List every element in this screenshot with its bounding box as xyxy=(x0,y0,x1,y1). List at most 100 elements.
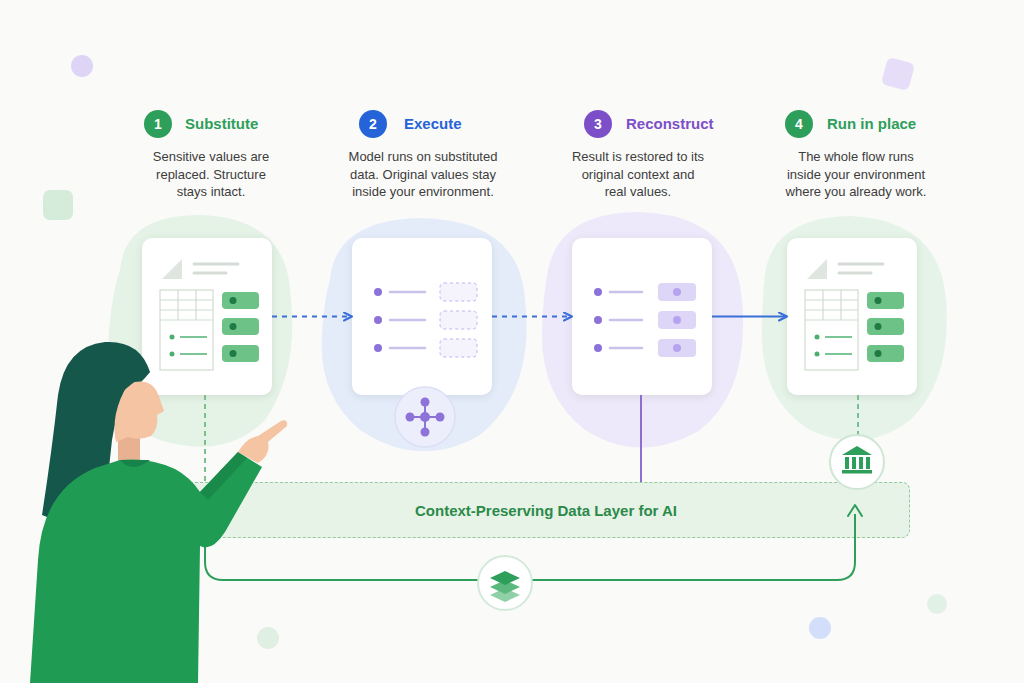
table-rule xyxy=(160,309,213,310)
blob xyxy=(542,212,743,448)
pill-dot xyxy=(673,344,681,352)
table-rule xyxy=(195,290,196,320)
step-title: Execute xyxy=(404,115,462,133)
placeholder-box xyxy=(440,283,477,301)
flow-arrow xyxy=(272,316,352,318)
step-number: 1 xyxy=(144,110,172,138)
document-illustration xyxy=(160,259,259,370)
corner-mark xyxy=(162,259,182,279)
text-line xyxy=(390,291,425,294)
placeholder-box xyxy=(440,339,477,357)
layers-badge xyxy=(478,556,532,610)
text-line xyxy=(390,319,425,322)
collar xyxy=(120,460,150,467)
text-line xyxy=(610,319,642,322)
bullet-dot xyxy=(374,288,382,296)
deco-dot xyxy=(809,617,831,639)
value-pill xyxy=(658,311,696,329)
bullet-line xyxy=(180,353,207,355)
text-line xyxy=(194,263,238,266)
deco-dot xyxy=(927,594,947,614)
bank-base xyxy=(842,470,872,474)
value-pill xyxy=(658,339,696,357)
network-node xyxy=(421,428,430,437)
network-node xyxy=(406,413,415,422)
bank-roof xyxy=(842,446,872,455)
blob xyxy=(762,216,947,440)
deco-square xyxy=(881,57,915,91)
sleeve-shade xyxy=(200,452,247,500)
step-title: Run in place xyxy=(827,115,916,133)
step-card: Run in placeThe whole flow runs inside y… xyxy=(787,238,917,395)
flow-arrow xyxy=(492,316,572,318)
document-illustration xyxy=(805,259,904,370)
step-number: 3 xyxy=(584,110,612,138)
bank-column xyxy=(852,457,856,469)
text-line xyxy=(610,347,642,350)
step-number: 4 xyxy=(785,110,813,138)
text-line xyxy=(610,291,642,294)
value-pill xyxy=(222,292,259,309)
value-pill xyxy=(658,283,696,301)
table-frame xyxy=(160,290,213,370)
sweater xyxy=(30,452,262,683)
bullet-dot xyxy=(594,316,602,324)
bullet-dot xyxy=(374,344,382,352)
substituted-illustration xyxy=(374,283,477,447)
network-node xyxy=(436,413,445,422)
step-description: The whole flow runs inside your environm… xyxy=(783,148,929,201)
band-label: Context-Preserving Data Layer for AI xyxy=(415,502,677,519)
bank-column xyxy=(845,457,849,469)
pill-dot xyxy=(673,316,681,324)
blob xyxy=(322,218,527,451)
data-layer-band: Context-Preserving Data Layer for AI xyxy=(182,482,910,538)
model-badge xyxy=(395,387,455,447)
hair-fringe xyxy=(111,362,150,405)
bullet-dot xyxy=(594,288,602,296)
bullet-dot xyxy=(374,316,382,324)
bank-badge xyxy=(830,435,884,489)
layers-icon xyxy=(490,571,520,585)
pill-dot xyxy=(230,297,237,304)
restored-illustration xyxy=(594,283,696,357)
deco-dot xyxy=(257,627,279,649)
placeholder-box xyxy=(440,311,477,329)
flow-arrow xyxy=(712,316,787,318)
step-title: Reconstruct xyxy=(626,115,714,133)
link-line xyxy=(640,395,642,482)
pill-dot xyxy=(230,323,237,330)
step-description: Result is restored to its original conte… xyxy=(570,148,706,201)
bullet-line xyxy=(180,336,207,338)
deco-square xyxy=(43,190,73,220)
text-line xyxy=(390,347,425,350)
step-description: Model runs on substituted data. Original… xyxy=(343,148,503,201)
deco-dot xyxy=(71,55,93,77)
step-card: SubstituteSensitive values are replaced.… xyxy=(142,238,272,395)
hand xyxy=(238,420,287,463)
bullet-dot xyxy=(170,352,175,357)
network-node xyxy=(421,398,430,407)
pill-dot xyxy=(230,350,237,357)
bullet-dot xyxy=(594,344,602,352)
value-pill xyxy=(222,318,259,335)
text-line xyxy=(194,272,226,275)
bank-column xyxy=(859,457,863,469)
loop-line xyxy=(205,514,855,580)
step-title: Substitute xyxy=(185,115,258,133)
table-rule xyxy=(177,290,178,320)
loop-arrowhead xyxy=(848,505,862,516)
network-node xyxy=(420,412,430,422)
step-description: Sensitive values are replaced. Structure… xyxy=(146,148,276,201)
blob xyxy=(108,215,292,447)
table-rule xyxy=(160,319,213,320)
step-number: 2 xyxy=(359,110,387,138)
value-pill xyxy=(222,345,259,362)
bullet-dot xyxy=(170,335,175,340)
link-line xyxy=(204,395,206,482)
table-rule xyxy=(160,299,213,300)
pill-dot xyxy=(673,288,681,296)
bank-column xyxy=(866,457,870,469)
